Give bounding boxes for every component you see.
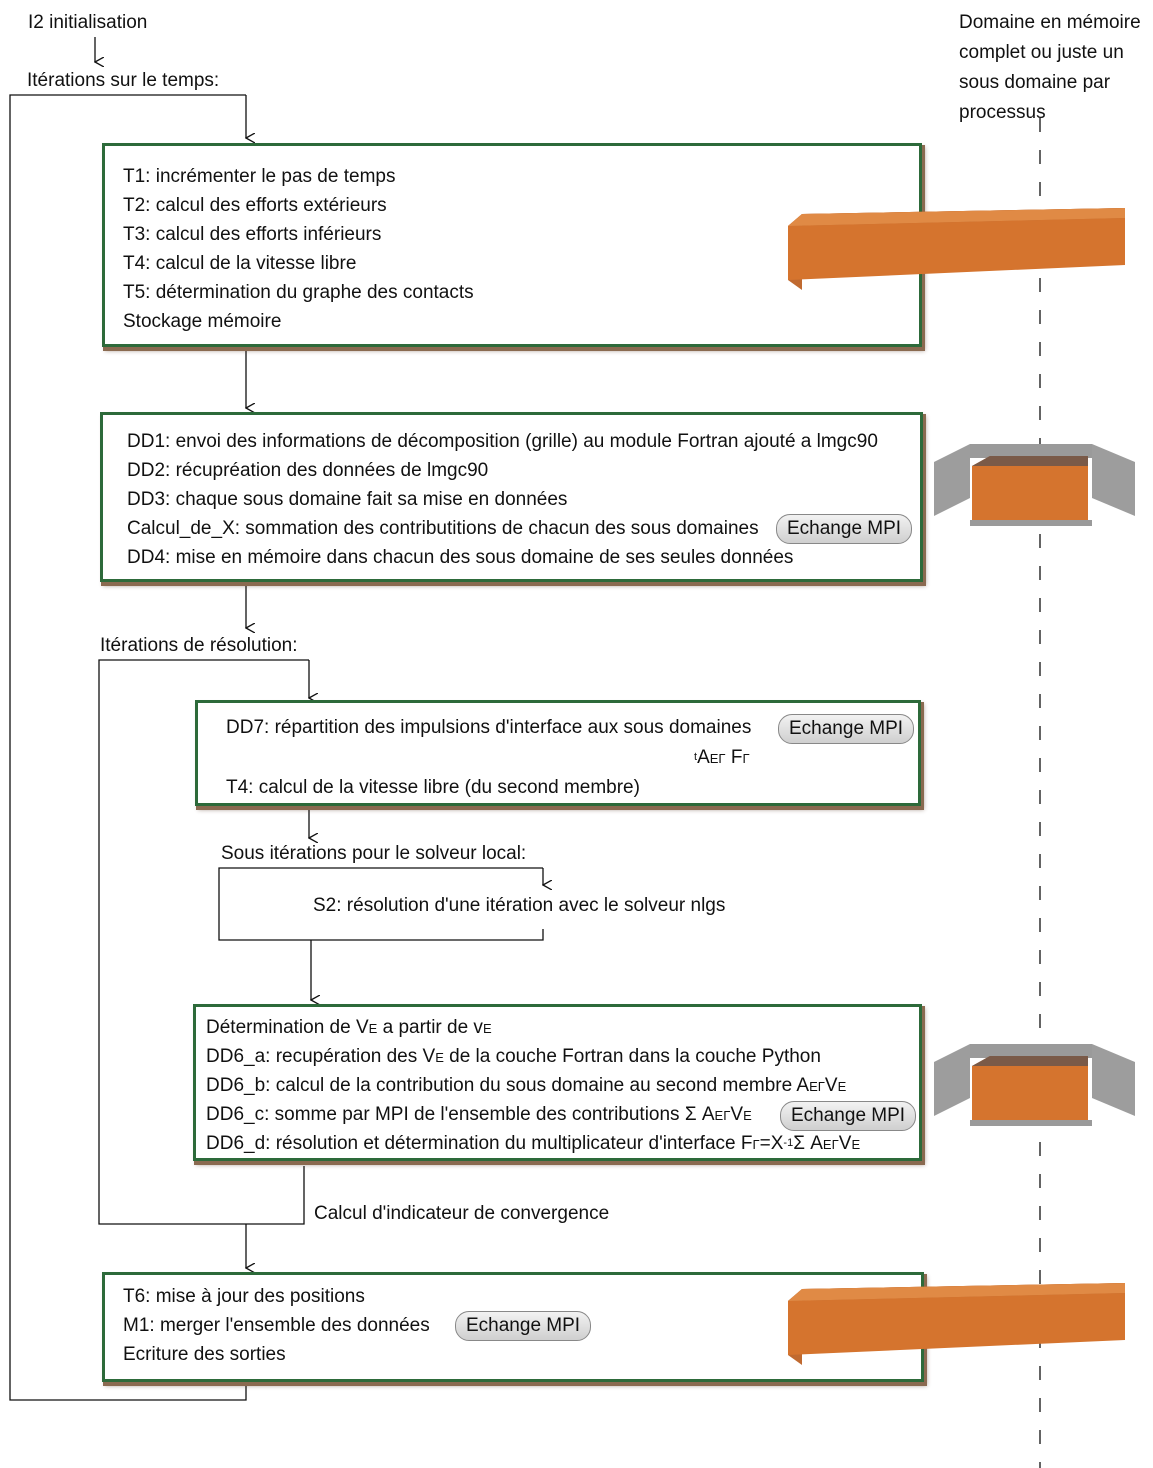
block5-line-2: M1: merger l'ensemble des données (123, 1315, 430, 1336)
sub-g: Γ (752, 1137, 760, 1152)
block4-line-4-text-b: V (730, 1104, 744, 1125)
local-loop-outline (218, 867, 544, 941)
mpi-exchange-badge: Echange MPI (776, 514, 913, 544)
block1-line-4: T4: calcul de la vitesse libre (123, 253, 357, 274)
block4-line-1-text: Détermination de V (206, 1017, 369, 1038)
sub-e: E (837, 1079, 847, 1094)
sup-inverse: -1 (783, 1137, 794, 1149)
memory-note-line-2: complet ou juste un (959, 42, 1124, 63)
time-loop-label: Itérations sur le temps: (27, 70, 220, 91)
block4-line-5-text-b: =X (759, 1133, 784, 1154)
block4-line-2-text: DD6_a: recupération des V (206, 1046, 436, 1067)
formula-f: F (730, 747, 743, 768)
block4-line-1: Détermination de VE a partir de vE (206, 1013, 492, 1043)
memory-note-line-4: processus (959, 102, 1046, 123)
block1-line-3: T3: calcul des efforts inférieurs (123, 224, 382, 245)
block4-line-3-text: DD6_b: calcul de la contribution du sous… (206, 1075, 810, 1096)
sub-eg: EΓ (809, 1079, 825, 1094)
convergence-label: Calcul d'indicateur de convergence (314, 1203, 610, 1224)
block3-line-1: DD7: répartition des impulsions d'interf… (226, 717, 752, 738)
block2-line-1: DD1: envoi des informations de décomposi… (127, 431, 878, 452)
block4-line-3-text-b: V (824, 1075, 838, 1096)
local-loop-label: Sous itérations pour le solveur local: (221, 843, 527, 864)
block4-line-4-text: DD6_c: somme par MPI de l'ensemble des c… (206, 1104, 715, 1125)
block1-line-5: T5: détermination du graphe des contacts (123, 282, 474, 303)
init-label: I2 initialisation (28, 12, 148, 33)
formula-f-sub: Γ (742, 751, 750, 766)
resolution-loop-label: Itérations de résolution: (100, 635, 298, 656)
resolution-loop-outline (98, 659, 309, 1225)
block2-line-5: DD4: mise en mémoire dans chacun des sou… (127, 547, 794, 568)
mpi-exchange-badge: Echange MPI (780, 1101, 917, 1131)
block2-line-4: Calcul_de_X: sommation des contributitio… (127, 518, 759, 539)
block4-line-5-text: DD6_d: résolution et détermination du mu… (206, 1133, 753, 1154)
sub-e: E (368, 1021, 378, 1036)
block1-line-6: Stockage mémoire (123, 311, 282, 332)
transpose-sup: t (694, 751, 698, 763)
subdomain-prism-2 (934, 1044, 1135, 1126)
block4-line-5: DD6_d: résolution et détermination du mu… (206, 1129, 860, 1159)
block1-line-1: T1: incrémenter le pas de temps (123, 166, 396, 187)
merged-domain-prism (788, 1283, 1125, 1365)
time-step-block: T1: incrémenter le pas de temps T2: calc… (102, 143, 922, 347)
block3-line-2: T4: calcul de la vitesse libre (du secon… (226, 777, 640, 798)
block5-line-3: Ecriture des sorties (123, 1344, 286, 1365)
sub-e: E (743, 1108, 752, 1123)
block4-line-3: DD6_b: calcul de la contribution du sous… (206, 1071, 846, 1101)
block4-line-2-text-b: de la couche Fortran dans la couche Pyth… (443, 1046, 821, 1067)
block4-line-4: DD6_c: somme par MPI de l'ensemble des c… (206, 1100, 752, 1130)
block5-line-1: T6: mise à jour des positions (123, 1286, 365, 1307)
sub-eg: EΓ (822, 1137, 839, 1152)
memory-note-line-3: sous domaine par (959, 72, 1111, 93)
block4-line-5-text-d: V (838, 1133, 852, 1154)
transpose-formula: tAEΓ FΓ (694, 743, 750, 773)
local-step-label: S2: résolution d'une itération avec le s… (313, 895, 726, 916)
mpi-exchange-badge: Echange MPI (455, 1311, 592, 1341)
decomposition-block: DD1: envoi des informations de décomposi… (100, 412, 923, 582)
time-loop-outline (9, 94, 247, 1401)
formula-a: A (697, 747, 710, 768)
formula-a-sub: EΓ (709, 751, 726, 766)
interface-block: DD7: répartition des impulsions d'interf… (195, 700, 921, 806)
sub-e: E (435, 1050, 444, 1065)
block4-line-5-text-c: Σ A (793, 1133, 823, 1154)
block4-line-2: DD6_a: recupération des VE de la couche … (206, 1042, 821, 1072)
subdomain-prism-1 (934, 444, 1135, 526)
convergence-block: Détermination de VE a partir de vE DD6_a… (193, 1004, 922, 1161)
full-domain-prism (788, 208, 1125, 290)
block2-line-3: DD3: chaque sous domaine fait sa mise en… (127, 489, 568, 510)
memory-note-line-1: Domaine en mémoire (959, 12, 1141, 33)
block2-line-2: DD2: récupréation des données de lmgc90 (127, 460, 489, 481)
block4-line-1-text-b: a partir de v (377, 1017, 483, 1038)
sub-e: E (851, 1137, 861, 1152)
update-block: T6: mise à jour des positions M1: merger… (102, 1272, 924, 1382)
block1-line-2: T2: calcul des efforts extérieurs (123, 195, 387, 216)
mpi-exchange-badge: Echange MPI (778, 714, 915, 744)
sub-e: E (482, 1021, 492, 1036)
sub-eg: EΓ (714, 1108, 731, 1123)
